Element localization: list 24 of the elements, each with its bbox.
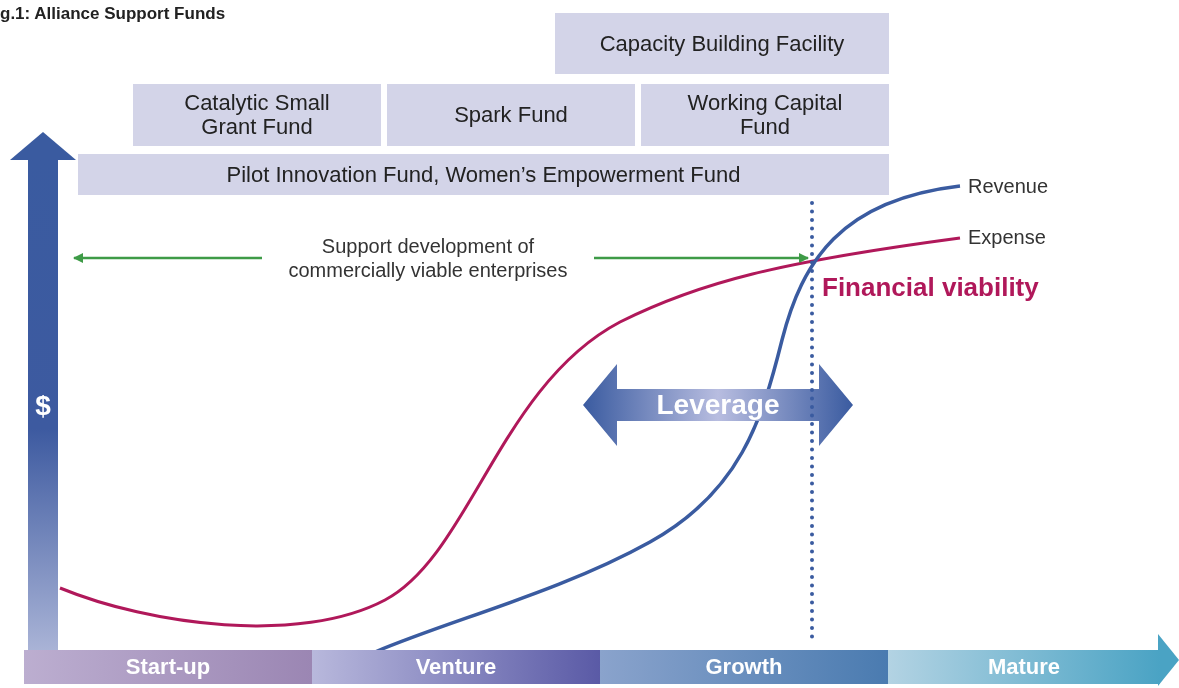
stage-band: [24, 650, 312, 684]
stage-label: Start-up: [125, 654, 211, 680]
figure-title: g.1: Alliance Support Funds: [0, 4, 226, 24]
fund-box: [555, 13, 889, 74]
fund-box: [78, 154, 889, 195]
axis-label: $: [34, 390, 52, 422]
curve-label: Expense: [968, 226, 1046, 249]
curve-label: Revenue: [968, 175, 1049, 198]
fund-label: Spark Fund: [454, 103, 568, 127]
fund-label: Capacity Building Facility: [599, 31, 845, 56]
fund-box: [387, 84, 635, 146]
fund-label: Catalytic Small Grant Fund: [183, 91, 331, 139]
annotation-text: Financial viability: [822, 272, 1039, 303]
fund-label: Working Capital Fund: [686, 91, 844, 139]
arrow-label: Leverage: [655, 388, 781, 422]
stage-label: Mature: [987, 654, 1061, 680]
stage-band: [888, 650, 1160, 684]
fund-label: Pilot Innovation Fund, Women’s Empowerment Fund: [226, 162, 741, 187]
stage-label: Venture: [415, 654, 497, 680]
fund-box: [641, 84, 889, 146]
fund-box: [133, 84, 381, 146]
stage-band: [312, 650, 600, 684]
stage-label: Growth: [705, 654, 783, 680]
stage-band: [600, 650, 888, 684]
